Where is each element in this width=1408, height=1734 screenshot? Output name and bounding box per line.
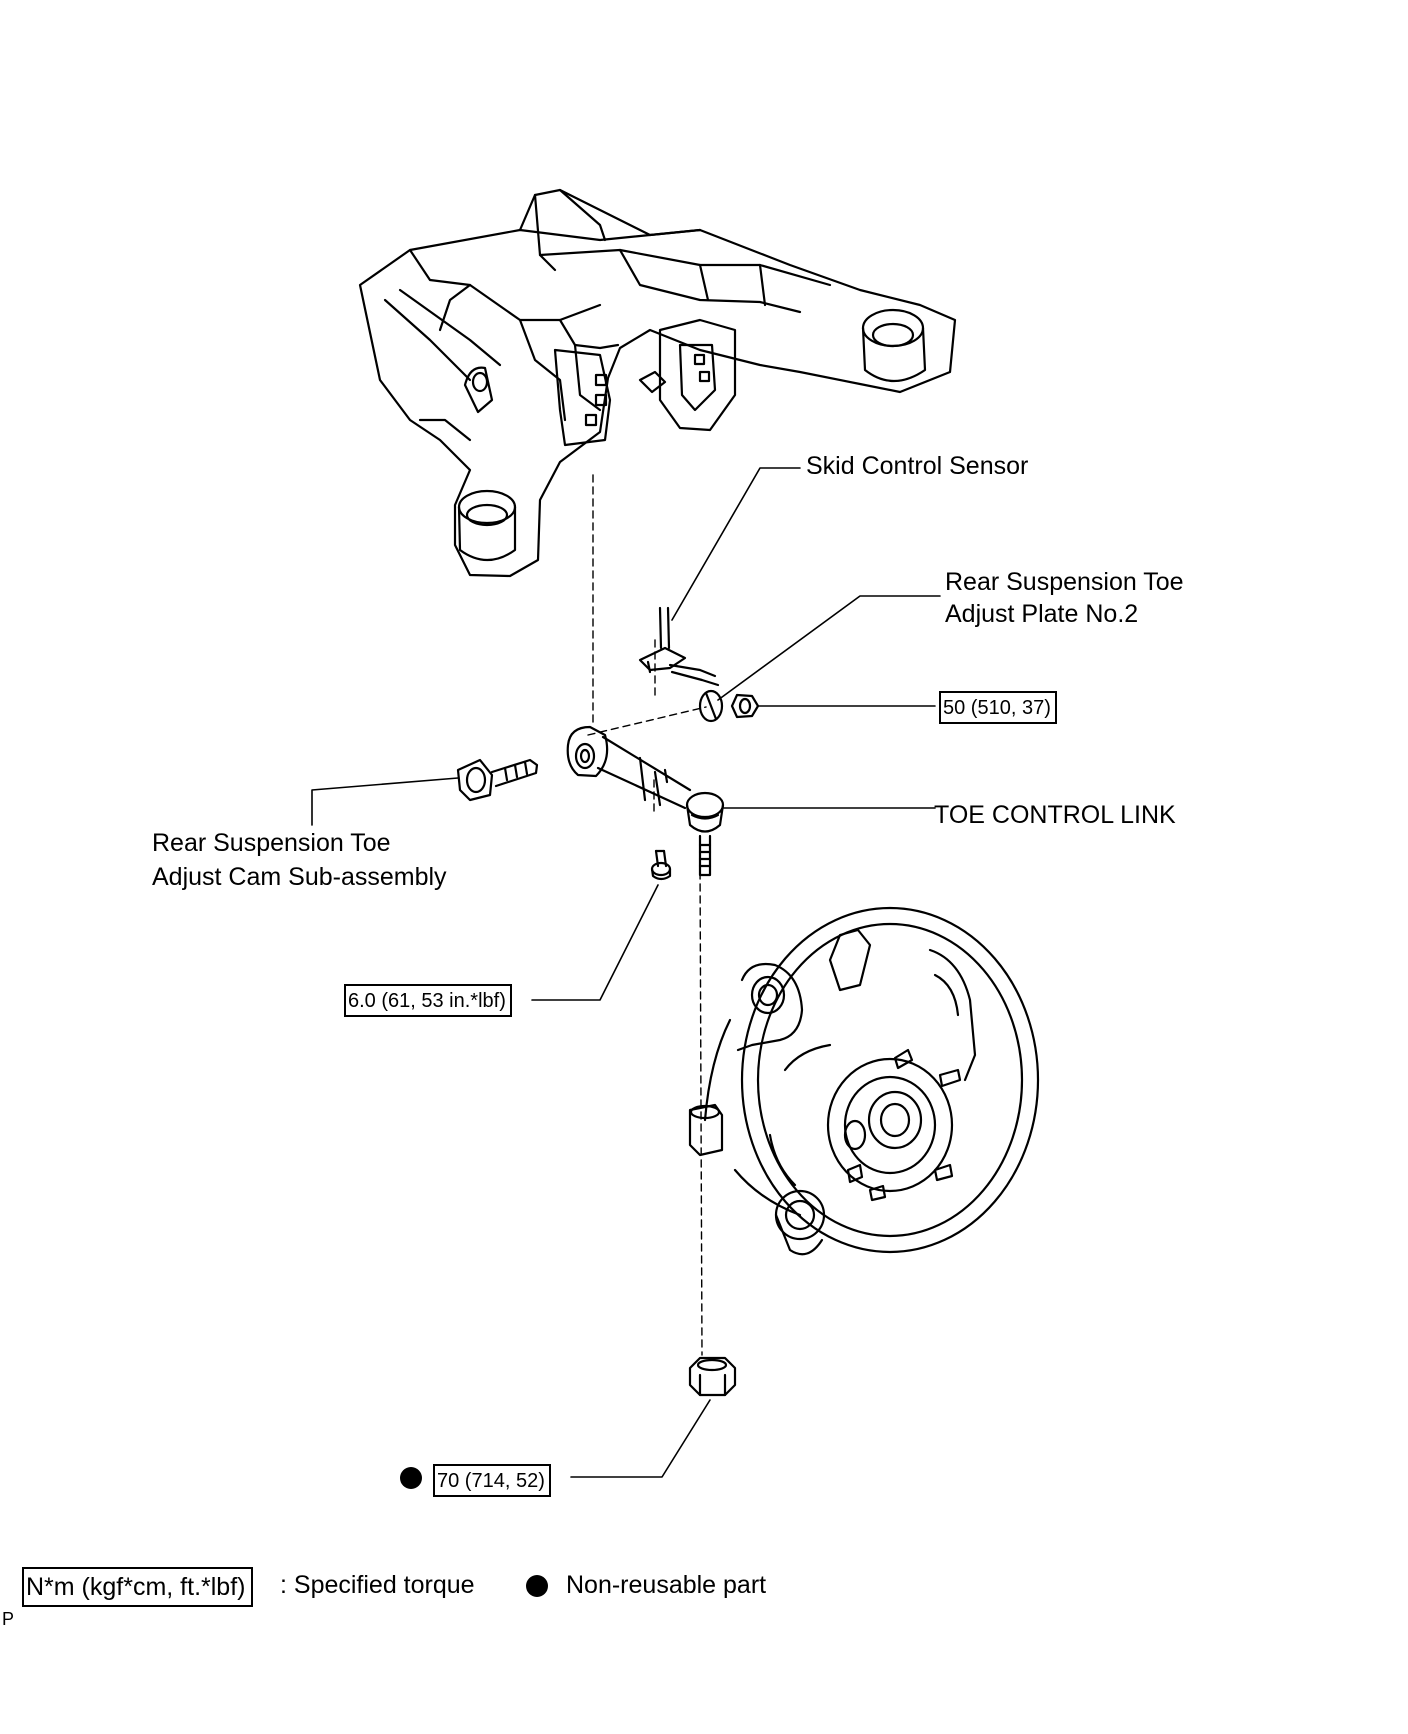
torque-value-upper-nut: 50 (510, 37) — [939, 691, 1057, 724]
legend-torque-unit: N*m (kgf*cm, ft.*lbf) — [22, 1567, 254, 1607]
suspension-member-illustration — [358, 188, 957, 578]
skid-control-sensor-illustration — [638, 606, 720, 687]
toe-control-link-label: TOE CONTROL LINK — [934, 801, 1176, 829]
corner-mark: P — [2, 1609, 15, 1629]
legend-non-reusable-description: Non-reusable part — [566, 1571, 767, 1599]
torque-value-sensor-bolt: 6.0 (61, 53 in.*lbf) — [344, 984, 512, 1017]
toe-adjust-plate-label-line1: Rear Suspension Toe — [945, 568, 1184, 596]
toe-adjust-cam-label-line2: Adjust Cam Sub-assembly — [152, 863, 447, 891]
skid-control-sensor-label: Skid Control Sensor — [806, 452, 1029, 480]
toe-adjust-plate-label-line2: Adjust Plate No.2 — [945, 600, 1139, 628]
lower-lock-nut — [688, 1356, 737, 1397]
torque-value-lower-nut: 70 (714, 52) — [433, 1464, 551, 1497]
sensor-bolt — [650, 849, 672, 881]
adjust-cam-bolt — [456, 758, 539, 802]
non-reusable-marker — [400, 1467, 422, 1489]
toe-adjust-cam-label-line1: Rear Suspension Toe — [152, 829, 391, 857]
toe-control-link-illustration — [566, 725, 725, 877]
legend-torque-description: : Specified torque — [280, 1571, 475, 1599]
alignment-lines — [587, 474, 707, 1356]
toe-adjust-plate-and-nut — [698, 689, 760, 723]
axle-carrier-illustration — [688, 906, 1040, 1256]
legend-non-reusable-dot — [526, 1575, 548, 1597]
leader-lines — [311, 467, 941, 1478]
